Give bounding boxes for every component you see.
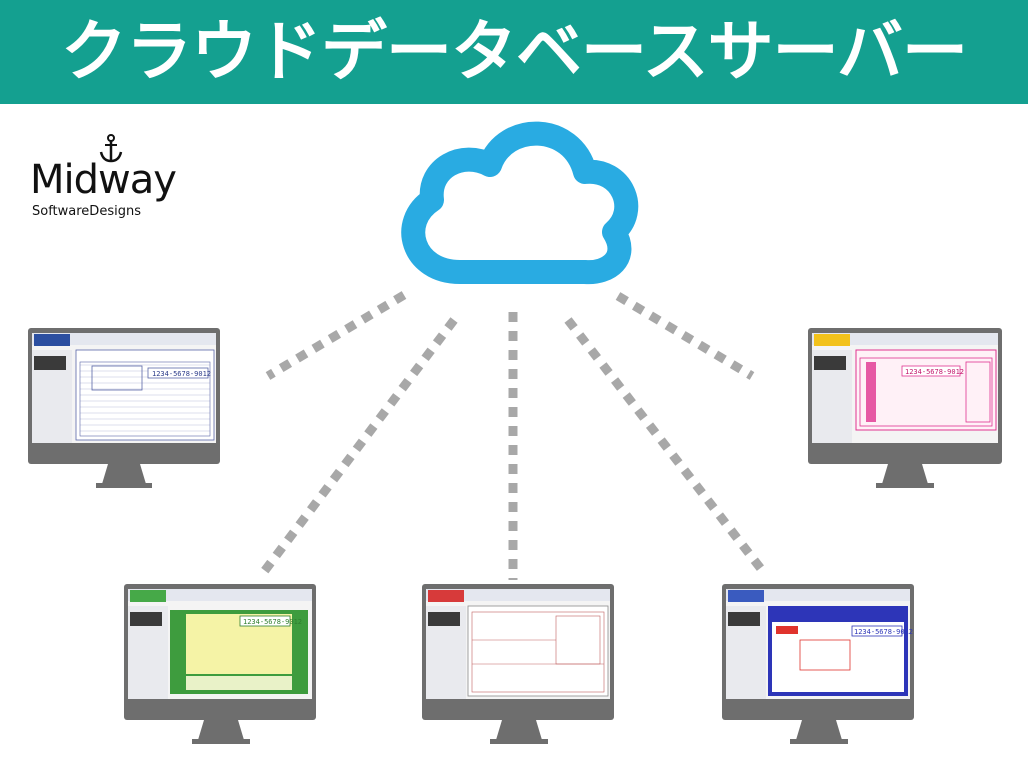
title-banner xyxy=(0,0,1028,104)
midway-logo: Midway SoftwareDesigns xyxy=(30,132,200,222)
connector-lines xyxy=(259,291,769,580)
monitor-bottom-right: 1234-5678-9012 xyxy=(722,584,914,744)
monitor-top-left: 1234-5678-9012 xyxy=(28,328,220,488)
monitor-bottom-center xyxy=(422,584,614,744)
cloud-icon xyxy=(401,121,639,285)
logo-tagline: SoftwareDesigns xyxy=(32,204,141,219)
connector-top-right xyxy=(615,292,755,380)
anchor-icon xyxy=(99,134,123,163)
tracking-number-bottom-left: 1234-5678-9012 xyxy=(243,618,302,626)
monitor-bottom-left: 1234-5678-9012 xyxy=(124,584,316,744)
connector-bottom-left xyxy=(259,317,458,576)
connector-top-left xyxy=(265,291,407,380)
connector-bottom-right xyxy=(564,317,769,577)
logo-wordmark: Midway xyxy=(30,157,177,203)
tracking-number-top-left: 1234-5678-9012 xyxy=(152,370,211,378)
monitor-top-right: 1234-5678-9012 xyxy=(808,328,1002,488)
page-title: クラウドデータベースサーバー xyxy=(60,13,968,90)
tracking-number-bottom-right: 1234-5678-9012 xyxy=(854,628,913,636)
tracking-number-top-right: 1234-5678-9012 xyxy=(905,368,964,376)
